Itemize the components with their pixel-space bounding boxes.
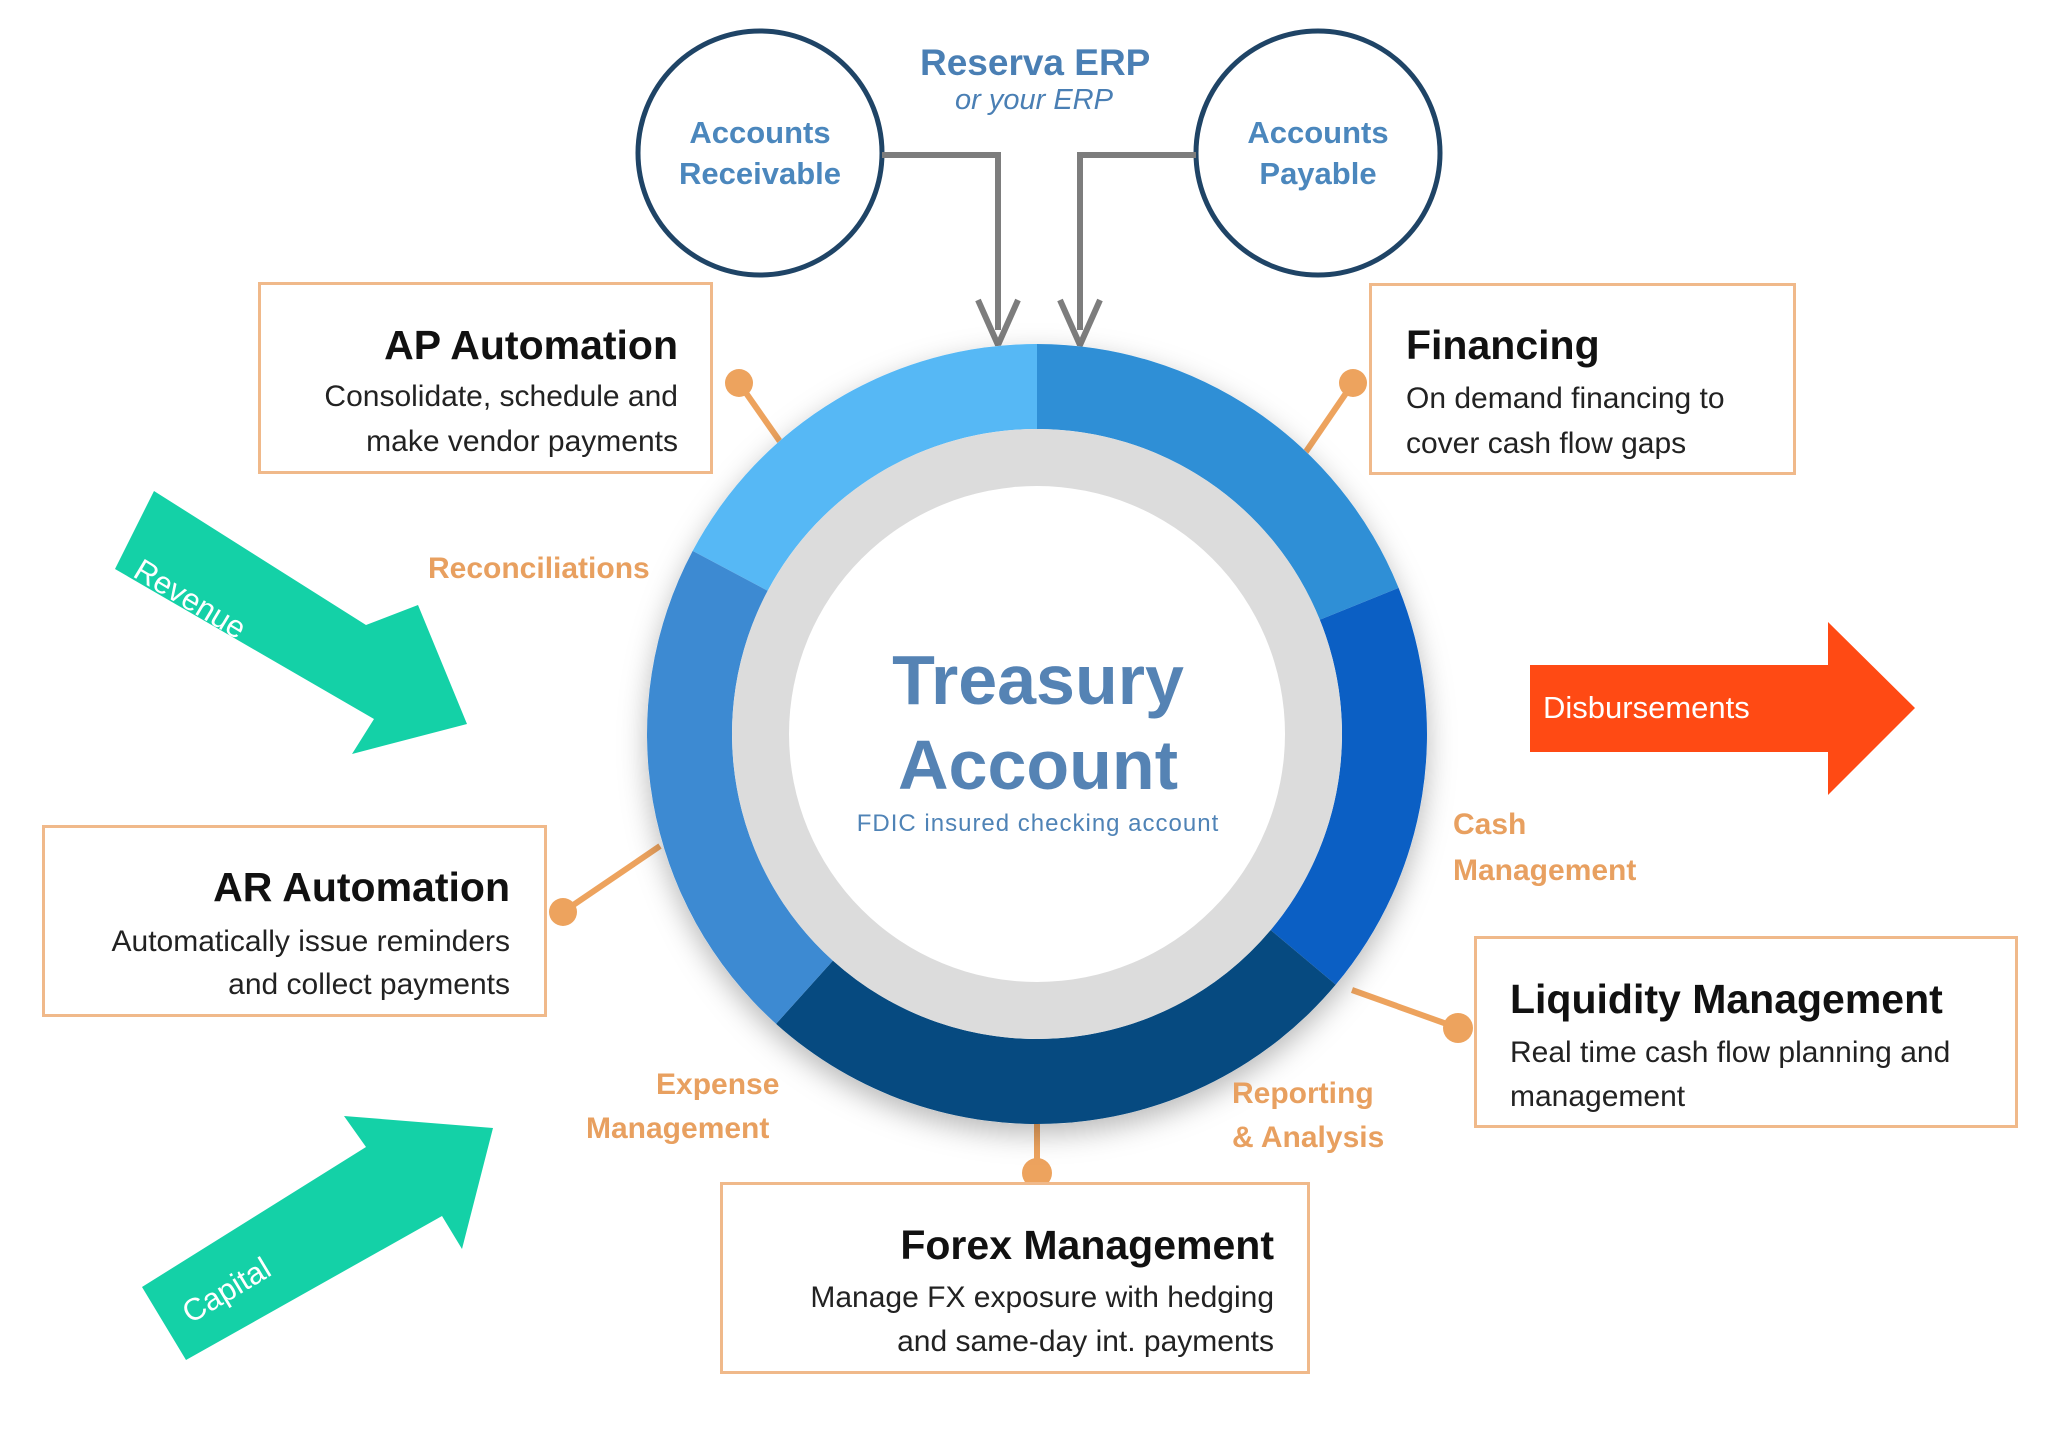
receivable-arrow (882, 152, 1001, 330)
accounts-payable-label: Accounts Payable (1196, 112, 1440, 194)
ap-automation-line1: Consolidate, schedule and (324, 380, 678, 413)
forex-management-title: Forex Management (900, 1222, 1274, 1268)
ring-segment-reconciliations (692, 344, 1037, 591)
financing-line1: On demand financing to (1406, 382, 1725, 415)
disbursements-arrow (1530, 622, 1915, 795)
liquidity-management-line2: management (1510, 1080, 1686, 1113)
liquidity-management-line1: Real time cash flow planning and (1510, 1036, 1951, 1069)
center-subtitle: FDIC insured checking account (856, 810, 1220, 837)
ring-segment-cash-management (1270, 587, 1427, 985)
accounts-receivable-line1: Accounts (689, 115, 831, 150)
center-title-line2: Account (898, 726, 1178, 804)
forex-management-line2: and same-day int. payments (897, 1325, 1274, 1358)
disbursements-label: Disbursements (1543, 690, 1750, 725)
accounts-receivable-line2: Receivable (679, 156, 841, 191)
ring-core (789, 486, 1285, 982)
ar-automation-box (42, 825, 547, 1017)
revenue-arrow (115, 491, 467, 754)
liquidity-management-box (1474, 936, 2018, 1128)
cash-management-label-line2: Management (1453, 854, 1637, 887)
financing-line2: cover cash flow gaps (1406, 427, 1687, 460)
payable-arrow-head (1057, 298, 1103, 353)
erp-title: Reserva ERP (920, 42, 1151, 83)
ring-segment-expense (646, 550, 833, 1024)
reconciliations-label: Reconciliations (428, 552, 650, 585)
treasury-ring (646, 344, 1427, 1124)
cash-management-label-line1: Cash (1453, 808, 1527, 841)
forex-management-line1: Manage FX exposure with hedging (810, 1281, 1274, 1314)
ring-segment-reporting (776, 930, 1336, 1124)
forex-management-box (720, 1182, 1310, 1374)
accounts-payable-line2: Payable (1259, 156, 1377, 191)
capital-arrow (142, 1116, 493, 1360)
ap-automation-box (258, 282, 713, 474)
financing-title: Financing (1406, 322, 1600, 368)
accounts-receivable-label: Accounts Receivable (638, 112, 882, 194)
reporting-analysis-label-line1: Reporting (1232, 1077, 1374, 1110)
erp-subtitle: or your ERP (955, 84, 1113, 116)
reporting-analysis-label-line2: & Analysis (1232, 1121, 1385, 1154)
receivable-arrow-head (975, 298, 1021, 353)
ar-automation-line1: Automatically issue reminders (111, 925, 510, 958)
ar-automation-title: AR Automation (213, 864, 510, 910)
center-title-line1: Treasury (892, 641, 1184, 719)
accounts-payable-line1: Accounts (1247, 115, 1389, 150)
ap-automation-line2: make vendor payments (366, 425, 678, 458)
expense-management-label-line1: Expense (656, 1068, 780, 1101)
ring-segment-financing (1037, 344, 1399, 620)
ar-automation-line2: and collect payments (228, 968, 510, 1001)
financing-box (1369, 283, 1796, 475)
ap-automation-title: AP Automation (384, 322, 678, 368)
liquidity-management-title: Liquidity Management (1510, 976, 1943, 1022)
expense-management-label-line2: Management (586, 1112, 770, 1145)
payable-arrow (1077, 152, 1196, 330)
